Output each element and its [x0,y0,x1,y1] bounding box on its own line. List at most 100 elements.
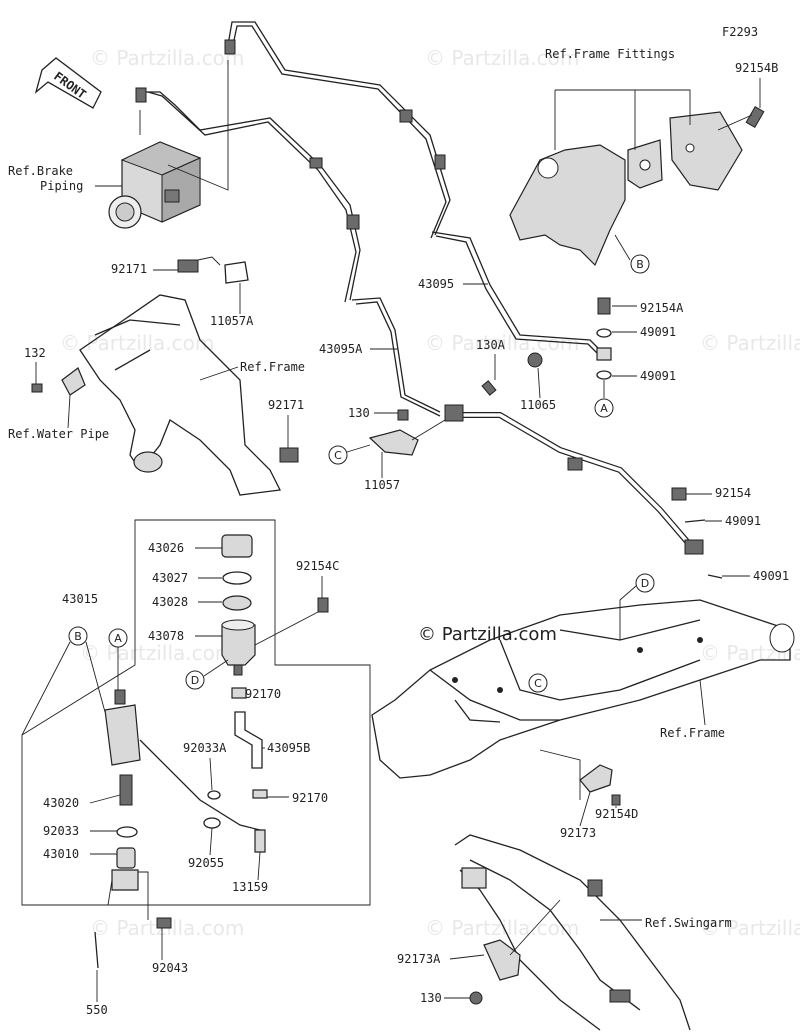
cotter-pin-icon [94,931,99,969]
master-cylinder-icon [104,689,261,831]
o-ring-icon [116,826,138,838]
ref-frame-fittings-label: Ref.Frame Fittings [545,47,675,61]
watermark: © Partzilla.com [80,641,234,665]
part-label-132: 132 [24,346,46,360]
clip-icon [279,447,299,463]
callout-c-label: C [334,449,342,462]
part-label-43078: 43078 [148,629,184,643]
part-label-92154A: 92154A [640,301,684,315]
callout-d-label: D [191,674,199,687]
ref-brake-piping-label: Piping [40,179,83,193]
brake-pipes [135,21,451,303]
part-label-92154: 92154 [715,486,751,500]
part-label-92173A: 92173A [397,952,441,966]
part-label-49091: 49091 [640,325,676,339]
part-label-92055: 92055 [188,856,224,870]
o-ring-icon [207,790,221,800]
plate-icon [222,595,252,611]
watermark: © Partzilla.com [60,331,214,355]
pipe-fitting-icon [224,39,236,55]
part-label-130A: 130A [476,338,506,352]
washer-icon [596,370,612,380]
clamp-icon [579,764,613,793]
callout-d-label: D [641,577,649,590]
ref-frame-label: Ref.Frame [660,726,725,740]
watermark: © Partzilla.com [700,331,800,355]
reservoir-icon [221,624,256,666]
frame-icon [371,599,795,779]
reservoir-parts [221,534,256,676]
part-label-43010: 43010 [43,847,79,861]
diaphragm-icon [222,571,252,585]
part-label-92173: 92173 [560,826,596,840]
part-label-92043: 92043 [152,961,188,975]
callout-d [185,670,205,690]
clamp-icon [252,789,268,799]
ref-water-pipe-label: Ref.Water Pipe [8,427,109,441]
banjo-fitting-icon [596,347,612,361]
bracket-icon [177,259,249,284]
part-label-43027: 43027 [152,571,188,585]
bolt-icon [156,917,172,929]
part-label-43026: 43026 [148,541,184,555]
part-label-92033: 92033 [43,824,79,838]
washer-icon [203,817,221,829]
part-label-11065: 11065 [520,398,556,412]
part-label-92170: 92170 [292,791,328,805]
bracket-icon [368,429,419,456]
callout-b [68,626,88,646]
grommet-icon [527,352,543,368]
washer-icon [684,519,706,523]
callout-c [328,445,348,465]
part-label-43015: 43015 [62,592,98,606]
watermark: © Partzilla.com [425,46,579,70]
part-label-43095A: 43095A [319,342,363,356]
swingarm-icon [454,834,691,1031]
pipe-fitting-icon [434,154,446,170]
abs-unit-icon [108,141,202,229]
pipe-fitting-icon [309,157,323,169]
part-label-92154C: 92154C [296,559,339,573]
bolt-icon [469,991,483,1005]
bolt-icon [611,794,621,806]
watermark: © Partzilla.com [90,46,244,70]
watermark: © Partzilla.com [425,916,579,940]
ref-swingarm-label: Ref.Swingarm [645,916,732,930]
part-label-92154D: 92154D [595,807,638,821]
clamp-icon [483,939,521,981]
part-label-13159: 13159 [232,880,268,894]
part-label-130: 130 [420,991,442,1005]
part-label-11057: 11057 [364,478,400,492]
joint-icon [567,457,583,471]
callout-a [108,628,128,648]
frame-fittings-icon [509,106,765,267]
part-label-49091: 49091 [725,514,761,528]
watermark: © Partzilla.com [425,331,579,355]
ref-brake-piping-label: Ref.Brake [8,164,73,178]
ref-frame-label: Ref.Frame [240,360,305,374]
part-label-11057A: 11057A [210,314,254,328]
main-watermark: © Partzilla.com [418,624,557,645]
part-label-92033A: 92033A [183,741,227,755]
joint-icon [444,404,464,422]
part-label-43095: 43095 [418,277,454,291]
part-label-130: 130 [348,406,370,420]
callout-d [635,573,655,593]
reservoir-hose-icon [234,711,263,769]
watermark: © Partzilla.com [700,916,800,940]
pipe-fitting-icon [399,109,413,123]
callout-a-label: A [600,402,608,415]
part-label-92171: 92171 [268,398,304,412]
banjo-bolt-icon [597,297,611,315]
banjo-bolt-icon [671,487,687,501]
callout-b [630,254,650,274]
pushrod-icon [111,847,139,891]
water-pipe-clamp-icon [61,367,86,396]
callout-a [594,398,614,418]
clamp-icon [231,687,247,699]
bolt-icon [481,380,497,396]
joint-icon [684,539,704,555]
part-label-43095B: 43095B [267,741,310,755]
part-label-92170: 92170 [245,687,281,701]
